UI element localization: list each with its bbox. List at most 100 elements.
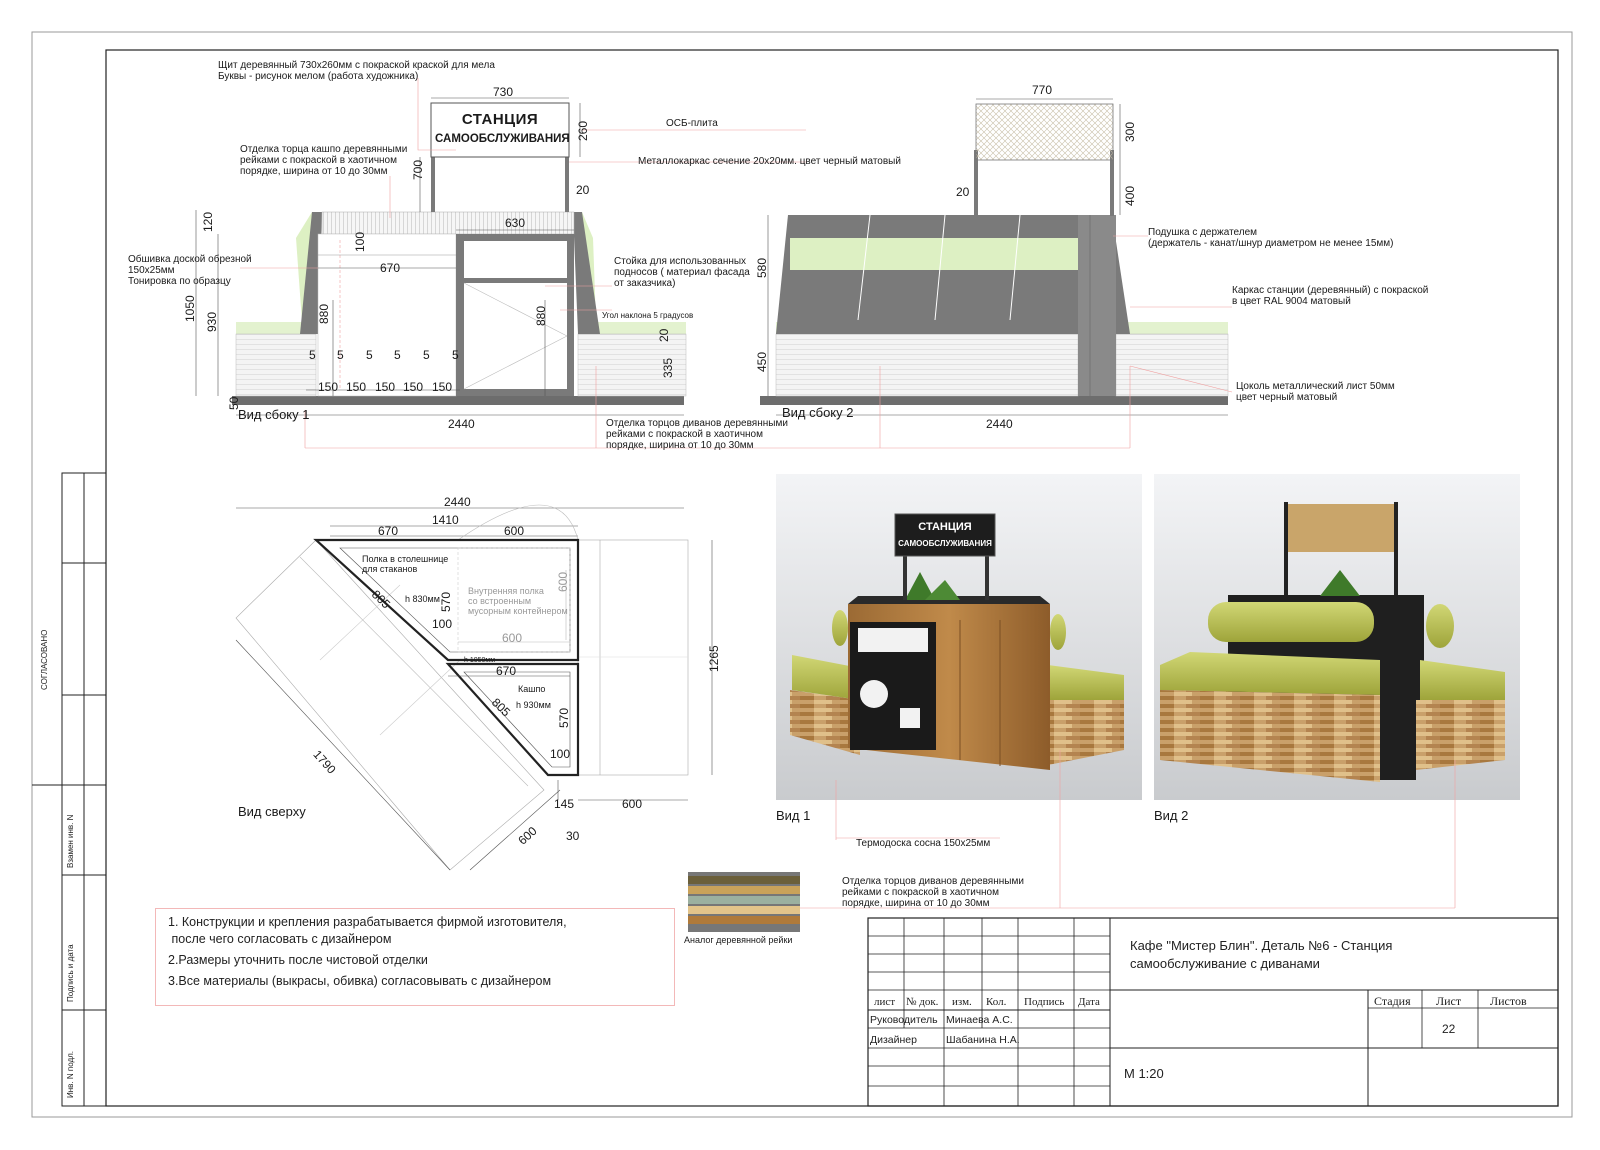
- dim-2440-side2: 2440: [986, 417, 1013, 431]
- render-view-1: [776, 474, 1142, 800]
- render-sign-line-2: САМООБСЛУЖИВАНИЯ: [898, 539, 992, 548]
- dim-1410: 1410: [432, 513, 459, 527]
- annotation-tray-rack-1: Стойка для использованных: [614, 256, 747, 267]
- dim-600-inner-horizontal: 600: [502, 631, 523, 645]
- dim-30: 30: [566, 829, 580, 843]
- header-change: изм.: [952, 996, 972, 1008]
- dim-700: 700: [411, 159, 425, 180]
- dim-150: 150: [375, 380, 396, 394]
- dim-5: 5: [366, 348, 373, 362]
- name-supervisor: Минаева А.С.: [946, 1014, 1013, 1026]
- dim-930: 930: [205, 311, 219, 332]
- dim-730: 730: [493, 85, 514, 99]
- dim-600-inner-vertical: 600: [556, 571, 570, 592]
- dim-300: 300: [1123, 121, 1137, 142]
- annotation-h930: h 930мм: [516, 700, 551, 710]
- header-doc-no: № док.: [906, 996, 939, 1008]
- side-view-1: [195, 78, 1130, 449]
- annotation-sofa-finish2-1: Отделка торцов диванов деревянными: [842, 876, 1024, 887]
- label-side-view-2: Вид сбоку 2: [782, 405, 854, 420]
- dim-150: 150: [346, 380, 367, 394]
- dim-880-right: 880: [534, 305, 548, 326]
- annotation-shelf-cups-1: Полка в столешнице: [362, 554, 449, 564]
- annotation-cladding-3: Тонировка по образцу: [128, 276, 231, 287]
- side-view-2: [760, 98, 1233, 448]
- dim-335: 335: [661, 357, 675, 378]
- header-signature: Подпись: [1024, 996, 1065, 1008]
- dim-400: 400: [1123, 185, 1137, 206]
- annotation-inner-shelf-2: со встроенным: [468, 596, 532, 606]
- dim-260: 260: [576, 120, 590, 141]
- title-line-1: Кафе "Мистер Блин". Деталь №6 - Станция: [1130, 938, 1393, 953]
- dim-5: 5: [423, 348, 430, 362]
- label-side-view-1: Вид сбоку 1: [238, 407, 310, 422]
- render-sign-line-1: СТАНЦИЯ: [918, 521, 972, 533]
- annotation-thermo-board: Термодоска сосна 150х25мм: [856, 838, 991, 849]
- annotation-h830: h 830мм: [405, 594, 440, 604]
- annotation-sofa-finish2-2: рейками с покраской в хаотичном: [842, 887, 999, 898]
- label-top-view: Вид сверху: [238, 804, 306, 819]
- dim-150: 150: [318, 380, 339, 394]
- label-stage: Стадия: [1374, 994, 1411, 1008]
- dim-1265: 1265: [707, 645, 721, 672]
- annotation-metal-frame: Металлокаркас сечение 20х20мм. цвет черн…: [638, 156, 901, 167]
- annotation-sofa-finish-3: порядке, ширина от 10 до 30мм: [606, 440, 754, 451]
- annotation-pot-finish-2: рейками с покраской в хаотичном: [240, 155, 397, 166]
- name-designer: Шабанина Н.А.: [946, 1034, 1020, 1046]
- dim-570-top: 570: [439, 591, 453, 612]
- annotation-station-frame-1: Каркас станции (деревянный) с покраской: [1232, 285, 1429, 296]
- annotation-cladding-2: 150х25мм: [128, 265, 175, 276]
- dim-580: 580: [755, 257, 769, 278]
- annotation-pot-finish-1: Отделка торца кашпо деревянными: [240, 144, 408, 155]
- header-qty: Кол.: [986, 996, 1007, 1008]
- label-render-view-2: Вид 2: [1154, 808, 1189, 823]
- dim-150: 150: [403, 380, 424, 394]
- dim-120: 120: [201, 211, 215, 232]
- dim-570-pot: 570: [557, 707, 571, 728]
- wood-sample: [688, 872, 800, 932]
- scale: М 1:20: [1124, 1066, 1164, 1081]
- dim-5: 5: [452, 348, 459, 362]
- title-block-grid: [867, 917, 1559, 1107]
- dim-880-left: 880: [317, 303, 331, 324]
- annotation-cushion-2: (держатель - канат/шнур диаметром не мен…: [1148, 238, 1394, 249]
- annotation-tray-rack-2: подносов ( материал фасада: [614, 267, 750, 278]
- annotation-sofa-finish-2: рейками с покраской в хаотичном: [606, 429, 763, 440]
- sign-line-2: САМООБСЛУЖИВАНИЯ: [435, 133, 570, 145]
- sign-line-1: СТАНЦИЯ: [461, 111, 539, 128]
- annotation-station-frame-2: в цвет RAL 9004 матовый: [1232, 296, 1351, 307]
- dim-450: 450: [755, 351, 769, 372]
- dim-600-top: 600: [504, 524, 525, 538]
- annotation-shield: Щит деревянный 730х260мм с покраской кра…: [218, 60, 495, 71]
- dim-150: 150: [432, 380, 453, 394]
- sidebar-inventory: Инв. N подл.: [66, 1050, 75, 1098]
- role-designer: Дизайнер: [870, 1034, 917, 1046]
- dim-670-pot: 670: [496, 664, 517, 678]
- dim-20: 20: [576, 183, 590, 197]
- dim-100: 100: [353, 231, 367, 252]
- dim-2440-top: 2440: [444, 495, 471, 509]
- dim-630: 630: [505, 216, 526, 230]
- annotation-plinth-1: Цоколь металлический лист 50мм: [1236, 381, 1395, 392]
- note-2: 2.Размеры уточнить после чистовой отделк…: [168, 953, 428, 967]
- annotation-pot-finish-3: порядке, ширина от 10 до 30мм: [240, 166, 388, 177]
- annotation-inner-shelf-1: Внутренняя полка: [468, 586, 544, 596]
- annotation-pot: Кашпо: [518, 684, 546, 694]
- annotation-cushion-1: Подушка с держателем: [1148, 227, 1258, 238]
- sidebar-agreed: СОГЛАСОВАНО: [40, 629, 49, 690]
- dim-600-right: 600: [622, 797, 643, 811]
- annotation-shelf-cups-2: для стаканов: [362, 564, 418, 574]
- title-line-2: самообслуживание с диванами: [1130, 956, 1320, 971]
- notes-box: 1. Конструкции и крепления разрабатывает…: [155, 908, 675, 1006]
- sidebar-replaced: Взамен инв. N: [66, 814, 75, 868]
- note-1: 1. Конструкции и крепления разрабатывает…: [168, 915, 567, 929]
- annotation-angle: Угол наклона 5 градусов: [602, 311, 694, 320]
- header-date: Дата: [1078, 996, 1100, 1008]
- dim-770: 770: [1032, 83, 1053, 97]
- annotation-h1050: h 1050мм: [464, 657, 496, 664]
- dim-100-top: 100: [432, 617, 453, 631]
- sidebar-signature: Подпись и дата: [66, 944, 75, 1002]
- annotation-cladding-1: Обшивка доской обрезной: [128, 254, 252, 265]
- label-render-view-1: Вид 1: [776, 808, 811, 823]
- dim-20-side2: 20: [956, 185, 970, 199]
